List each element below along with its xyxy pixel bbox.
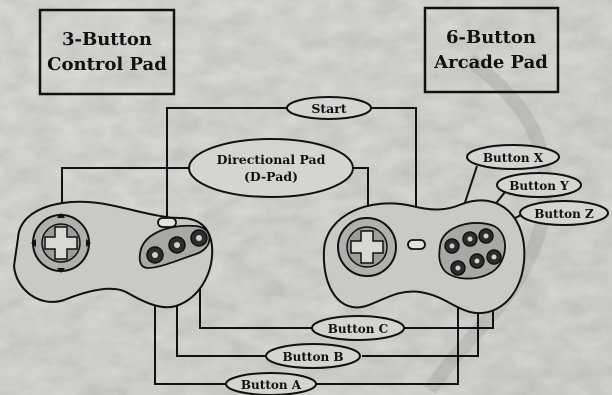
callout-button-y-label: Button Y bbox=[509, 179, 569, 193]
callout-start: Start bbox=[286, 96, 372, 120]
callout-button-a: Button A bbox=[225, 372, 317, 395]
callout-button-b: Button B bbox=[265, 343, 361, 369]
six-button-controller bbox=[322, 199, 526, 315]
start-leader-right bbox=[370, 107, 417, 238]
callout-dpad-label-line2: (D-Pad) bbox=[244, 169, 298, 184]
three-button-title-line1: 3-Button bbox=[62, 29, 152, 50]
three-button-start-button bbox=[157, 217, 177, 228]
callout-dpad: Directional Pad (D-Pad) bbox=[188, 138, 354, 198]
six-button-title-line2: Arcade Pad bbox=[433, 52, 548, 73]
callout-start-label: Start bbox=[311, 101, 346, 116]
six-button-start-button bbox=[407, 239, 426, 250]
three-button-title-box: 3-Button Control Pad bbox=[38, 8, 176, 96]
six-button-title-line1: 6-Button bbox=[446, 27, 536, 48]
callout-dpad-label-line1: Directional Pad bbox=[217, 152, 326, 167]
callout-button-y: Button Y bbox=[496, 172, 582, 198]
callout-button-x: Button X bbox=[466, 144, 560, 170]
callout-button-z-label: Button Z bbox=[534, 207, 594, 221]
callout-button-x-label: Button X bbox=[483, 151, 544, 165]
callout-button-a-label: Button A bbox=[241, 378, 302, 392]
six-button-dpad-cross-icon bbox=[350, 230, 384, 264]
callout-button-c-label: Button C bbox=[328, 322, 388, 336]
three-button-title-line2: Control Pad bbox=[47, 54, 167, 75]
start-leader-left bbox=[166, 107, 288, 218]
background-swirl bbox=[424, 54, 553, 394]
three-button-controller bbox=[12, 200, 214, 309]
callout-button-b-label: Button B bbox=[282, 350, 343, 364]
callout-button-z: Button Z bbox=[519, 200, 609, 226]
six-button-title-box: 6-Button Arcade Pad bbox=[423, 6, 560, 94]
three-button-dpad-cross-icon bbox=[44, 226, 78, 260]
callout-button-c: Button C bbox=[311, 315, 405, 341]
